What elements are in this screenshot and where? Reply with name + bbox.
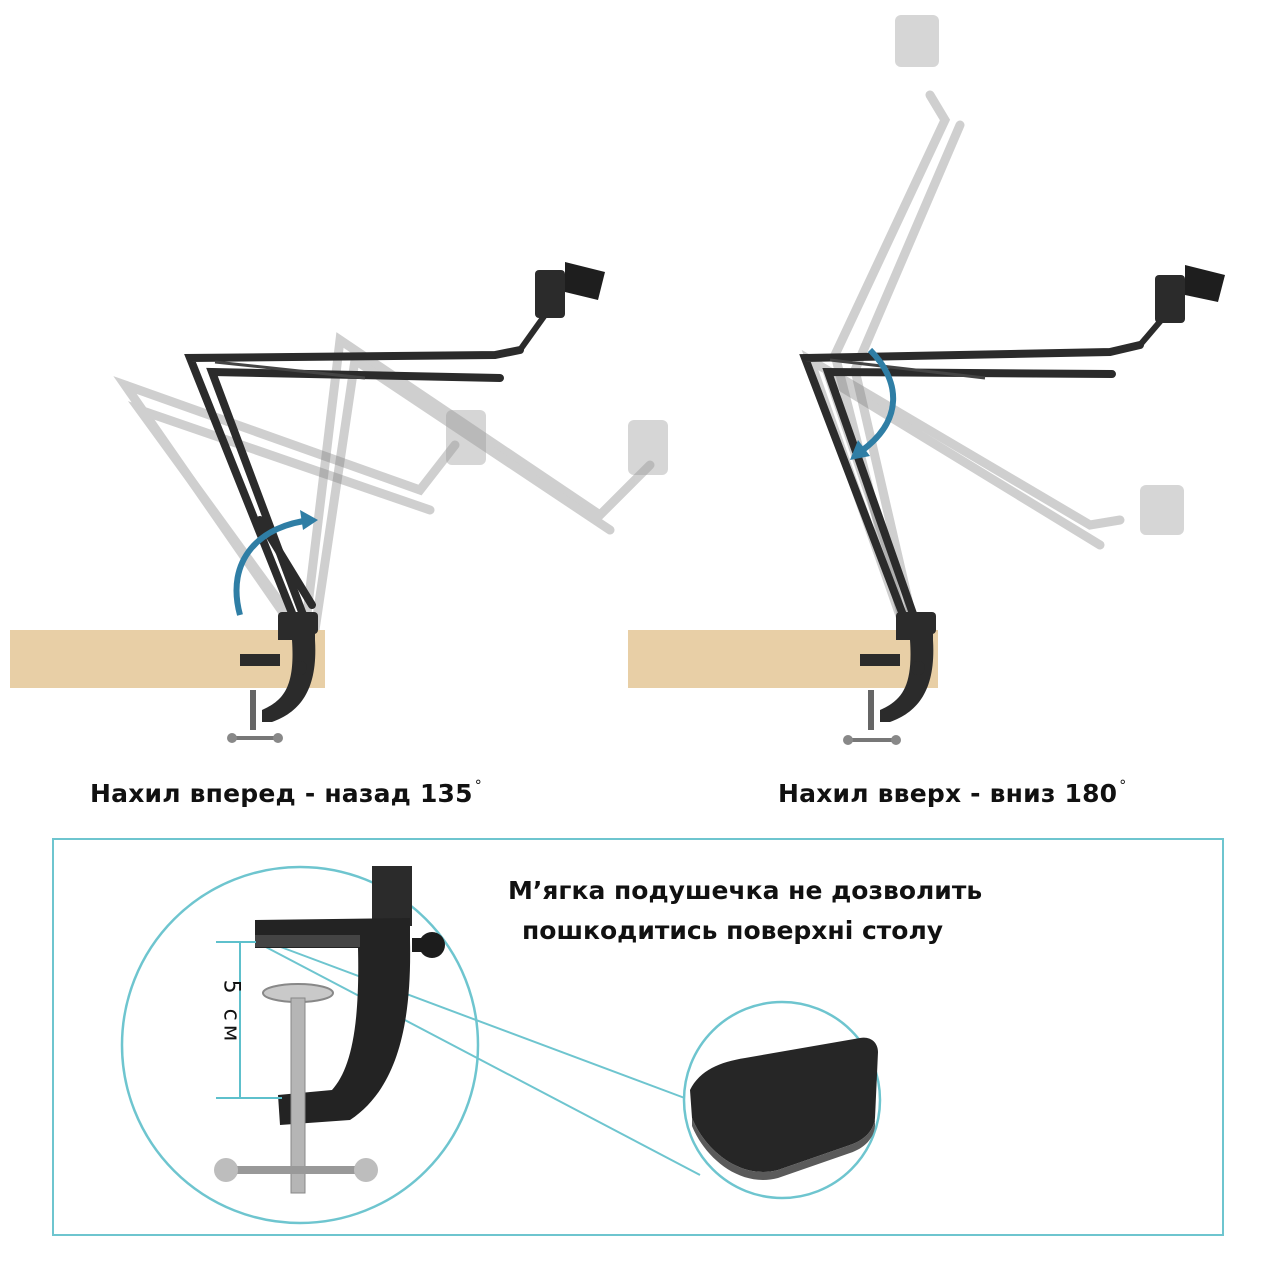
right-ghost-mic-clip-bottom — [1140, 485, 1184, 535]
right-mic-clip — [1137, 265, 1225, 347]
dimension-label: 5 см — [218, 979, 244, 1046]
detail-graphics — [120, 865, 882, 1225]
zoom-connector-top — [261, 939, 691, 1101]
left-ghost-mic-clip-2 — [628, 420, 668, 475]
right-rotation-arrow — [858, 347, 897, 455]
pad-description-line2: пошкодитись поверхні столу — [522, 916, 944, 945]
detail-panel — [52, 838, 1224, 1236]
pad-description-line1: М’ягка подушечка не дозволить — [508, 876, 983, 905]
left-boom-arm — [184, 346, 524, 632]
dimension-line — [216, 941, 282, 1099]
caption-left-degree: ° — [474, 778, 482, 794]
left-arrow-head — [300, 510, 318, 530]
zoom-connector-bottom — [261, 944, 701, 1176]
caption-right-text: Нахил вверх - вниз 180 — [778, 779, 1118, 808]
left-ghost-mic-clip-1 — [446, 410, 486, 465]
left-mic-clip — [517, 262, 605, 352]
right-spring — [829, 358, 986, 380]
soft-pad — [690, 1037, 878, 1172]
left-clamp — [227, 612, 318, 743]
caption-tilt-up-down: Нахил вверх - вниз 180° — [778, 778, 1126, 808]
left-spring — [214, 360, 366, 380]
caption-left-text: Нахил вперед - назад 135 — [90, 779, 473, 808]
right-ghost-mic-clip-top — [895, 15, 939, 67]
clamp-detail — [214, 866, 445, 1194]
left-rotation-arrow — [233, 517, 313, 616]
caption-right-degree: ° — [1119, 778, 1127, 794]
left-scene — [10, 262, 668, 743]
right-arrow-head — [850, 440, 870, 460]
right-scene — [628, 15, 1225, 745]
right-boom-arm — [799, 341, 1144, 632]
caption-tilt-forward-back: Нахил вперед - назад 135° — [90, 778, 482, 808]
left-ghost-arm-back — [113, 376, 460, 635]
right-clamp — [843, 612, 936, 745]
